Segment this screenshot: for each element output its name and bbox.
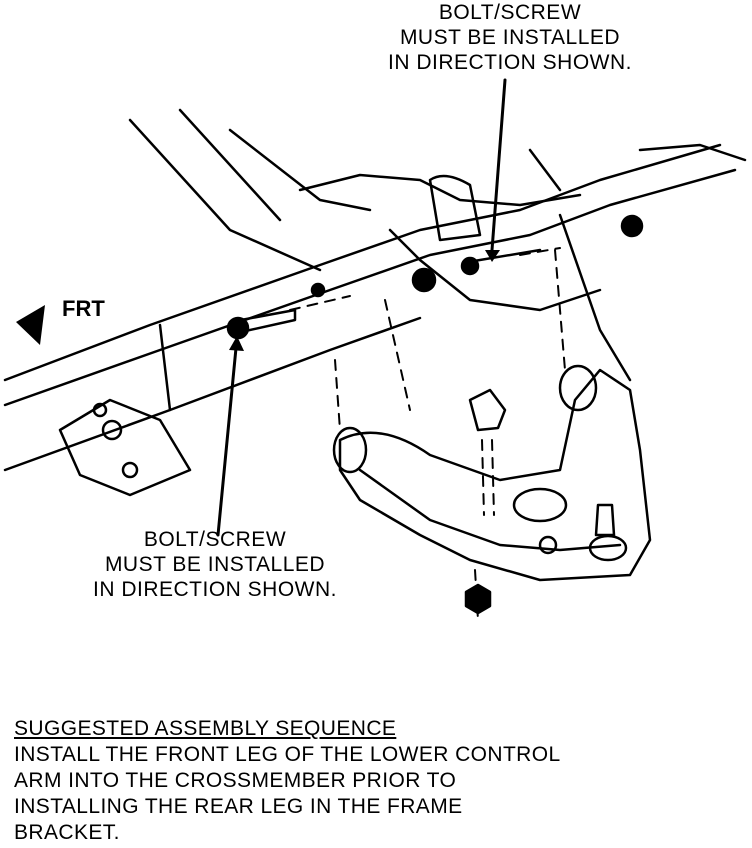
callout-bottom-line: BOLT/SCREW bbox=[143, 528, 287, 551]
frame-fasteners bbox=[226, 214, 644, 340]
alignment-lines bbox=[289, 247, 566, 621]
callout-top: BOLT/SCREW MUST BE INSTALLED IN DIRECTIO… bbox=[350, 0, 670, 75]
note-heading: SUGGESTED ASSEMBLY SEQUENCE bbox=[14, 717, 397, 740]
ball-joint bbox=[588, 503, 628, 562]
callout-top-line: IN DIRECTION SHOWN. bbox=[388, 51, 632, 74]
frame-bracket bbox=[58, 398, 192, 497]
bottom-nut bbox=[464, 583, 492, 615]
note-line: ARM INTO THE CROSSMEMBER PRIOR TO bbox=[14, 769, 457, 792]
front-direction-label: FRT bbox=[62, 296, 105, 321]
note-line: BRACKET. bbox=[14, 821, 120, 844]
callout-bottom-line: IN DIRECTION SHOWN. bbox=[93, 578, 337, 601]
note-line: INSTALL THE FRONT LEG OF THE LOWER CONTR… bbox=[14, 743, 561, 766]
lower-control-arm bbox=[332, 364, 652, 582]
callout-bottom-line: MUST BE INSTALLED bbox=[104, 553, 326, 576]
callout-top-line: MUST BE INSTALLED bbox=[399, 26, 621, 49]
front-arrow-icon bbox=[16, 305, 45, 345]
callout-arrow-head-bottom bbox=[229, 336, 244, 351]
callout-arrow-head-top bbox=[485, 250, 500, 262]
callout-arrows bbox=[216, 78, 507, 537]
assembly-note: SUGGESTED ASSEMBLY SEQUENCE INSTALL THE … bbox=[14, 716, 714, 846]
bumper-stop bbox=[468, 388, 507, 432]
note-line: INSTALLING THE REAR LEG IN THE FRAME bbox=[14, 795, 463, 818]
frame-rail bbox=[3, 108, 747, 472]
callout-bottom: BOLT/SCREW MUST BE INSTALLED IN DIRECTIO… bbox=[60, 527, 370, 602]
callout-top-line: BOLT/SCREW bbox=[438, 1, 582, 24]
